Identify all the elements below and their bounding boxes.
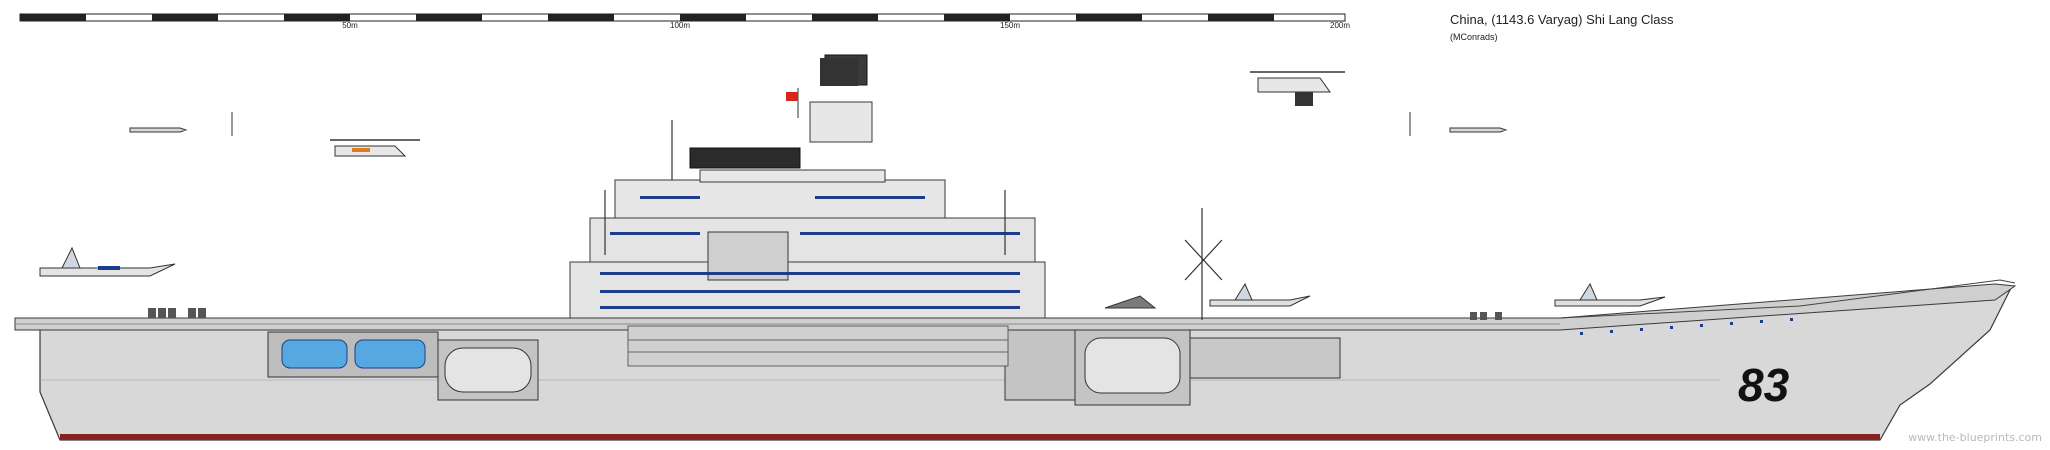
radar-icon <box>820 58 858 86</box>
hull-number: 83 <box>1738 359 1790 411</box>
mast-icon <box>604 120 1223 320</box>
deck-mounts <box>148 308 1502 320</box>
scale-bar <box>19 13 1346 22</box>
helicopter-icon <box>330 139 420 157</box>
island-superstructure <box>569 54 1046 367</box>
scale-label-100m: 100m <box>669 21 691 30</box>
aircraft-icon <box>1104 282 1666 309</box>
portholes <box>1580 318 1793 335</box>
scale-label-200m: 200m <box>1329 21 1351 30</box>
missile-icon <box>129 112 1508 136</box>
author-credit: (MConrads) <box>1450 32 1498 42</box>
helicopter-icon <box>1250 71 1345 106</box>
flag-icon <box>786 88 799 118</box>
scale-label-50m: 50m <box>342 21 358 30</box>
hangar-openings <box>267 329 1341 406</box>
drawing-title: China, (1143.6 Varyag) Shi Lang Class <box>1450 12 1674 27</box>
aircraft-icon <box>39 246 176 277</box>
scale-label-150m: 150m <box>999 21 1021 30</box>
watermark: www.the-blueprints.com <box>1908 431 2042 444</box>
